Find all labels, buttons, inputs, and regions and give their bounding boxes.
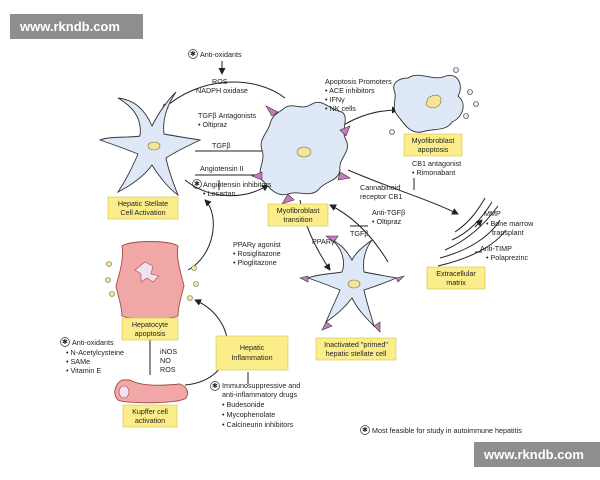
vit-e: • Vitamin E: [66, 366, 101, 375]
tgfb-1: TGFβ: [212, 141, 231, 150]
stellate-label-1: Hepatic Stellate: [118, 199, 168, 208]
feasible-markers: [60, 49, 370, 435]
myofibroblast-cell: [251, 101, 351, 205]
nadph-label: NADPH oxidase: [196, 86, 248, 95]
rimonabant: • Rimonabant: [412, 168, 455, 177]
apoptosis-label-2: apoptosis: [418, 145, 449, 154]
star-icons: ✱ ✱ ✱ ✱ ✱: [62, 49, 368, 434]
label-box-inactivated: [315, 337, 397, 361]
ifn: • IFNγ: [325, 95, 345, 104]
angiotensin-label: Angiotensin II: [200, 164, 244, 173]
oltipraz-1: • Oltipraz: [198, 120, 228, 129]
ros-2: ROS: [160, 365, 176, 374]
mmp: MMP: [484, 209, 501, 218]
mycophenolate: • Mycophenolate: [222, 410, 275, 419]
myofibroblast-label-1: Myofibroblast: [277, 206, 320, 215]
immuno-2: anti-inflammatory drugs: [222, 390, 298, 399]
svg-text:✱: ✱: [212, 381, 218, 390]
watermark-top: www.rkndb.com: [10, 14, 143, 39]
label-box-myofibroblast: [267, 203, 329, 227]
anti-tgfb: Anti-TGFβ: [372, 208, 405, 217]
calcineurin: • Calcineurin inhibitors: [222, 420, 294, 429]
hepatocyte-cell: [105, 241, 199, 320]
apoptosis-cell: [389, 67, 479, 135]
polaprezinc: • Polaprezinc: [486, 253, 528, 262]
ppar-agonist: PPARγ agonist: [233, 240, 281, 249]
label-box-stellate: [107, 196, 179, 220]
tgfb-2: TGFβ: [350, 229, 369, 238]
label-box-inflammation: [215, 335, 289, 371]
inactivated-cell: [299, 235, 405, 333]
pparg: PPARγ: [312, 237, 335, 246]
tgfb-antag: TGFβ Antagonists: [198, 111, 256, 120]
svg-text:✱: ✱: [194, 179, 200, 188]
kupffer-label-2: activation: [135, 416, 165, 425]
svg-text:✱: ✱: [62, 337, 68, 346]
inactivated-label-1: Inactivated "primed": [324, 340, 388, 349]
stellate-cell: [98, 91, 202, 197]
label-box-kupffer: [122, 404, 178, 428]
ang-inhib: Angiotensin inhibitors: [203, 180, 272, 189]
apoptosis-label-1: Myofibroblast: [412, 136, 455, 145]
inos: iNOS: [160, 347, 177, 356]
label-box-apoptosis: [403, 133, 463, 157]
myofibroblast-label-2: transition: [283, 215, 312, 224]
rosiglitazone: • Rosiglitazone: [233, 249, 281, 258]
ecm-label-1: Extracellular: [436, 269, 476, 278]
losartan: • Losartan: [203, 189, 235, 198]
inflammation-label-1: Hepatic: [240, 343, 265, 352]
hepatocyte-label-1: Hepatocyte: [132, 320, 168, 329]
watermark-bottom: www.rkndb.com: [474, 442, 600, 467]
no: NO: [160, 356, 171, 365]
bone-marrow-2: transplant: [492, 228, 524, 237]
anti-timp: Anti-TIMP: [480, 244, 512, 253]
kupffer-label-1: Kupffer cell: [132, 407, 168, 416]
budesonide: • Budesonide: [222, 400, 264, 409]
ecm-fibers: [437, 197, 507, 267]
bone-marrow-1: • Bone marrow: [486, 219, 534, 228]
same: • SAMe: [66, 357, 90, 366]
svg-text:✱: ✱: [362, 425, 368, 434]
hepatocyte-label-2: apoptosis: [135, 329, 166, 338]
inactivated-label-2: hepatic stellate cell: [326, 349, 387, 358]
ace-inhib: • ACE inhibitors: [325, 86, 375, 95]
footnote: Most feasible for study in autoimmune he…: [372, 426, 522, 435]
label-box-ecm: [426, 266, 486, 290]
ros-label: ROS: [212, 77, 228, 86]
antiox-left: Anti-oxidants: [72, 338, 114, 347]
kupffer-cell: [114, 379, 189, 404]
oltipraz-2: • Oltipraz: [372, 217, 402, 226]
cannabinoid: Cannabinoid: [360, 183, 400, 192]
stellate-label-2: Cell Activation: [120, 208, 165, 217]
diagram-texts: Anti-oxidants ROS NADPH oxidase TGFβ Ant…: [66, 50, 534, 435]
svg-text:✱: ✱: [190, 49, 196, 58]
immuno-1: Immunosuppressive and: [222, 381, 300, 390]
receptor-cb1: receptor CB1: [360, 192, 402, 201]
inflammation-label-2: Inflammation: [231, 353, 272, 362]
apop-prom: Apoptosis Promoters: [325, 77, 392, 86]
pioglitazone: • Pioglitazone: [233, 258, 277, 267]
antioxidants-top: Anti-oxidants: [200, 50, 242, 59]
nac: • N-Acetylcysteine: [66, 348, 124, 357]
cb1-antag: CB1 antagonist: [412, 159, 461, 168]
ecm-label-2: matrix: [446, 278, 466, 287]
label-box-hepatocyte: [121, 317, 179, 341]
nk-cells: • NK cells: [325, 104, 356, 113]
